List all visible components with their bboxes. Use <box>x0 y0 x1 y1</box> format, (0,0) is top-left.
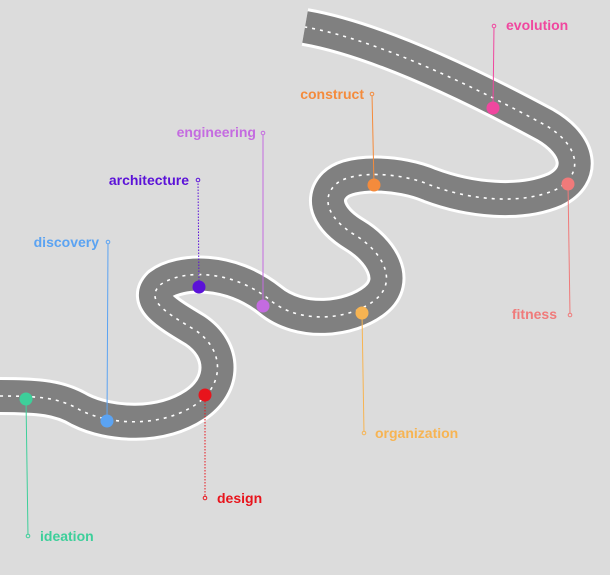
milestone-dot <box>19 392 33 406</box>
leader-end-marker <box>202 495 208 501</box>
milestone-label: fitness <box>512 306 557 322</box>
leader-line <box>371 93 375 186</box>
leader-end-marker <box>260 130 266 136</box>
milestone-dot <box>486 101 500 115</box>
road-surface <box>0 11 591 438</box>
milestone-fitness: fitness <box>512 177 575 322</box>
milestone-dot <box>256 299 270 313</box>
milestone-architecture: architecture <box>109 172 206 294</box>
milestone-dot <box>192 280 206 294</box>
milestone-label: discovery <box>34 234 100 250</box>
leader-line <box>106 241 109 422</box>
milestone-dot <box>367 178 381 192</box>
milestone-label: organization <box>375 425 458 441</box>
milestone-dot <box>100 414 114 428</box>
leader-line <box>567 183 571 316</box>
leader-end-marker <box>105 239 111 245</box>
milestone-dot <box>561 177 575 191</box>
leader-end-marker <box>369 91 375 97</box>
leader-end-marker <box>567 312 573 318</box>
leader-end-marker <box>25 533 31 539</box>
leader-end-marker <box>491 23 497 29</box>
milestone-label: design <box>217 490 262 506</box>
milestone-construct: construct <box>300 86 381 192</box>
milestone-ideation: ideation <box>19 392 94 544</box>
milestone-engineering: engineering <box>177 124 270 313</box>
leader-end-marker <box>195 177 201 183</box>
milestone-dot <box>355 306 369 320</box>
road <box>0 8 594 441</box>
milestone-label: architecture <box>109 172 189 188</box>
milestone-label: engineering <box>177 124 256 140</box>
leader-line <box>361 312 365 434</box>
leader-end-marker <box>361 430 367 436</box>
milestone-label: evolution <box>506 17 568 33</box>
milestone-label: construct <box>300 86 364 102</box>
milestone-label: ideation <box>40 528 94 544</box>
milestone-evolution: evolution <box>486 17 568 115</box>
milestone-dot <box>198 388 212 402</box>
milestone-design: design <box>198 388 262 506</box>
lane-marking <box>0 26 576 423</box>
leader-line <box>25 398 29 537</box>
milestones: ideation discovery design architecture engin… <box>19 17 575 544</box>
milestone-discovery: discovery <box>34 234 114 428</box>
milestone-organization: organization <box>355 306 458 441</box>
leader-line <box>492 25 495 109</box>
